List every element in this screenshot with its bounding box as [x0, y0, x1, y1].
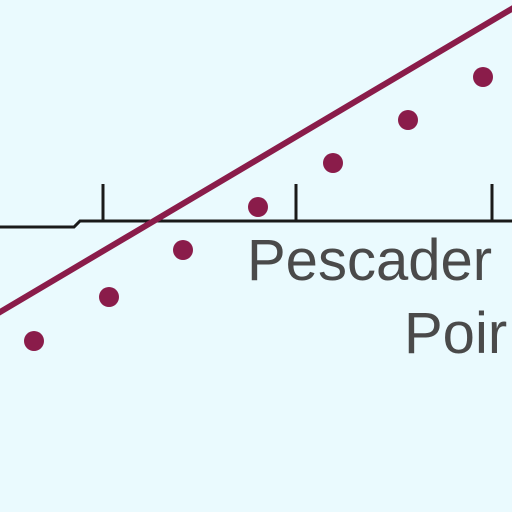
dotted-trail: [24, 67, 493, 351]
boundary-path: [0, 219, 512, 229]
trail-dot: [323, 153, 343, 173]
trail-dot: [173, 240, 193, 260]
place-label-line-1: Pescader: [247, 228, 493, 293]
place-label-line-2: Poir: [404, 301, 508, 366]
boundary-line: [0, 184, 512, 229]
trail-dot: [99, 287, 119, 307]
trail-dot: [248, 197, 268, 217]
trail-dot: [24, 331, 44, 351]
route-line: [0, 5, 512, 316]
trail-dot: [398, 110, 418, 130]
trail-dot: [473, 67, 493, 87]
